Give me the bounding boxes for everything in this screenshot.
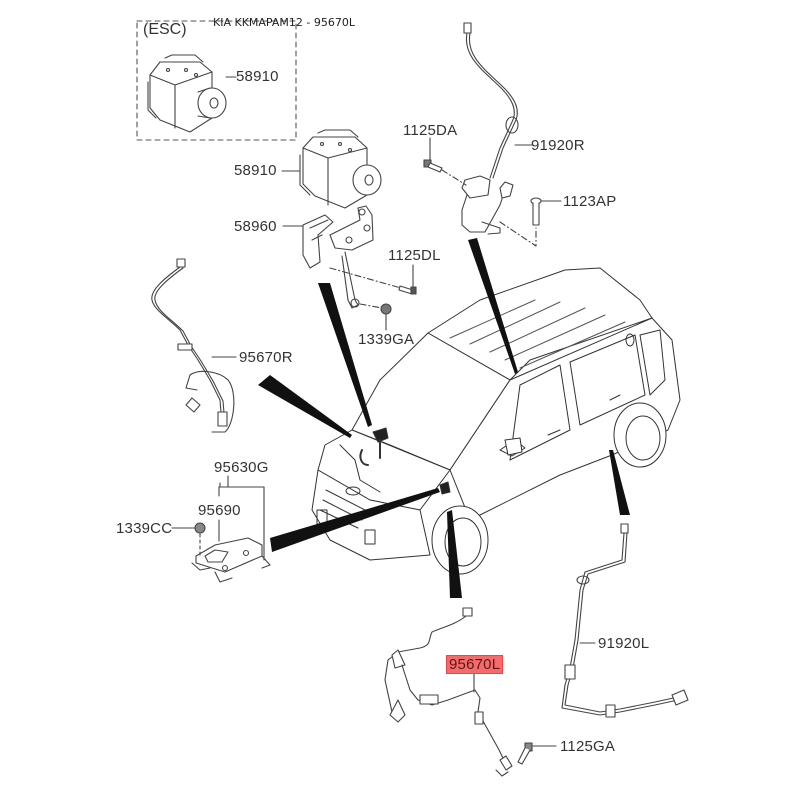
part-label-1125ga[interactable]: 1125GA: [560, 738, 616, 755]
cable-91920r: [461, 22, 519, 235]
part-label-1339ga[interactable]: 1339GA: [358, 331, 415, 348]
assembly-line: [359, 303, 383, 309]
callout-95670r: [258, 375, 352, 438]
bolt-1123ap: [530, 197, 542, 226]
esc-label: (ESC): [143, 21, 187, 38]
part-label-58910[interactable]: 58910: [234, 162, 277, 179]
part-label-58910-esc[interactable]: 58910: [236, 68, 279, 85]
part-label-1123ap[interactable]: 1123AP: [563, 193, 617, 210]
part-label-95670l-highlighted[interactable]: 95670L: [446, 655, 504, 674]
cable-91920l: [561, 523, 689, 718]
callout-abs: [318, 283, 372, 427]
part-label-95670r[interactable]: 95670R: [239, 349, 293, 366]
part-label-1125da[interactable]: 1125DA: [403, 122, 458, 139]
nut-1339cc: [194, 522, 206, 534]
abs-unit: [299, 129, 382, 209]
callout-arrows: [258, 238, 630, 598]
part-label-91920r[interactable]: 91920R: [531, 137, 585, 154]
sensor-95670r: [151, 258, 235, 433]
abs-unit-esc: [147, 54, 227, 133]
nut-1339ga: [380, 303, 392, 315]
vehicle-illustration: [311, 267, 681, 575]
part-label-91920l[interactable]: 91920L: [598, 635, 650, 652]
part-label-58960[interactable]: 58960: [234, 218, 277, 235]
part-label-1125dl[interactable]: 1125DL: [388, 247, 441, 264]
sensor-95670l: [384, 607, 513, 777]
part-label-1339cc[interactable]: 1339CC: [116, 520, 173, 537]
callout-91920l: [609, 450, 630, 515]
esc-option-box: [136, 20, 297, 141]
part-label-95690[interactable]: 95690: [198, 502, 241, 519]
yaw-rate-sensor: [191, 537, 271, 583]
callout-95670l: [447, 510, 462, 598]
bolt-1125ga: [517, 742, 533, 765]
part-label-95630g[interactable]: 95630G: [214, 459, 269, 476]
assembly-line: [329, 267, 409, 291]
callout-91920r: [468, 238, 518, 374]
bracket: [302, 205, 374, 309]
bolt-1125da: [423, 159, 443, 173]
callout-yaw-sensor: [270, 488, 440, 552]
diagram-title: KIA KKMAPAM12 - 95670L: [213, 16, 355, 29]
bolt-1125dl: [398, 285, 417, 295]
